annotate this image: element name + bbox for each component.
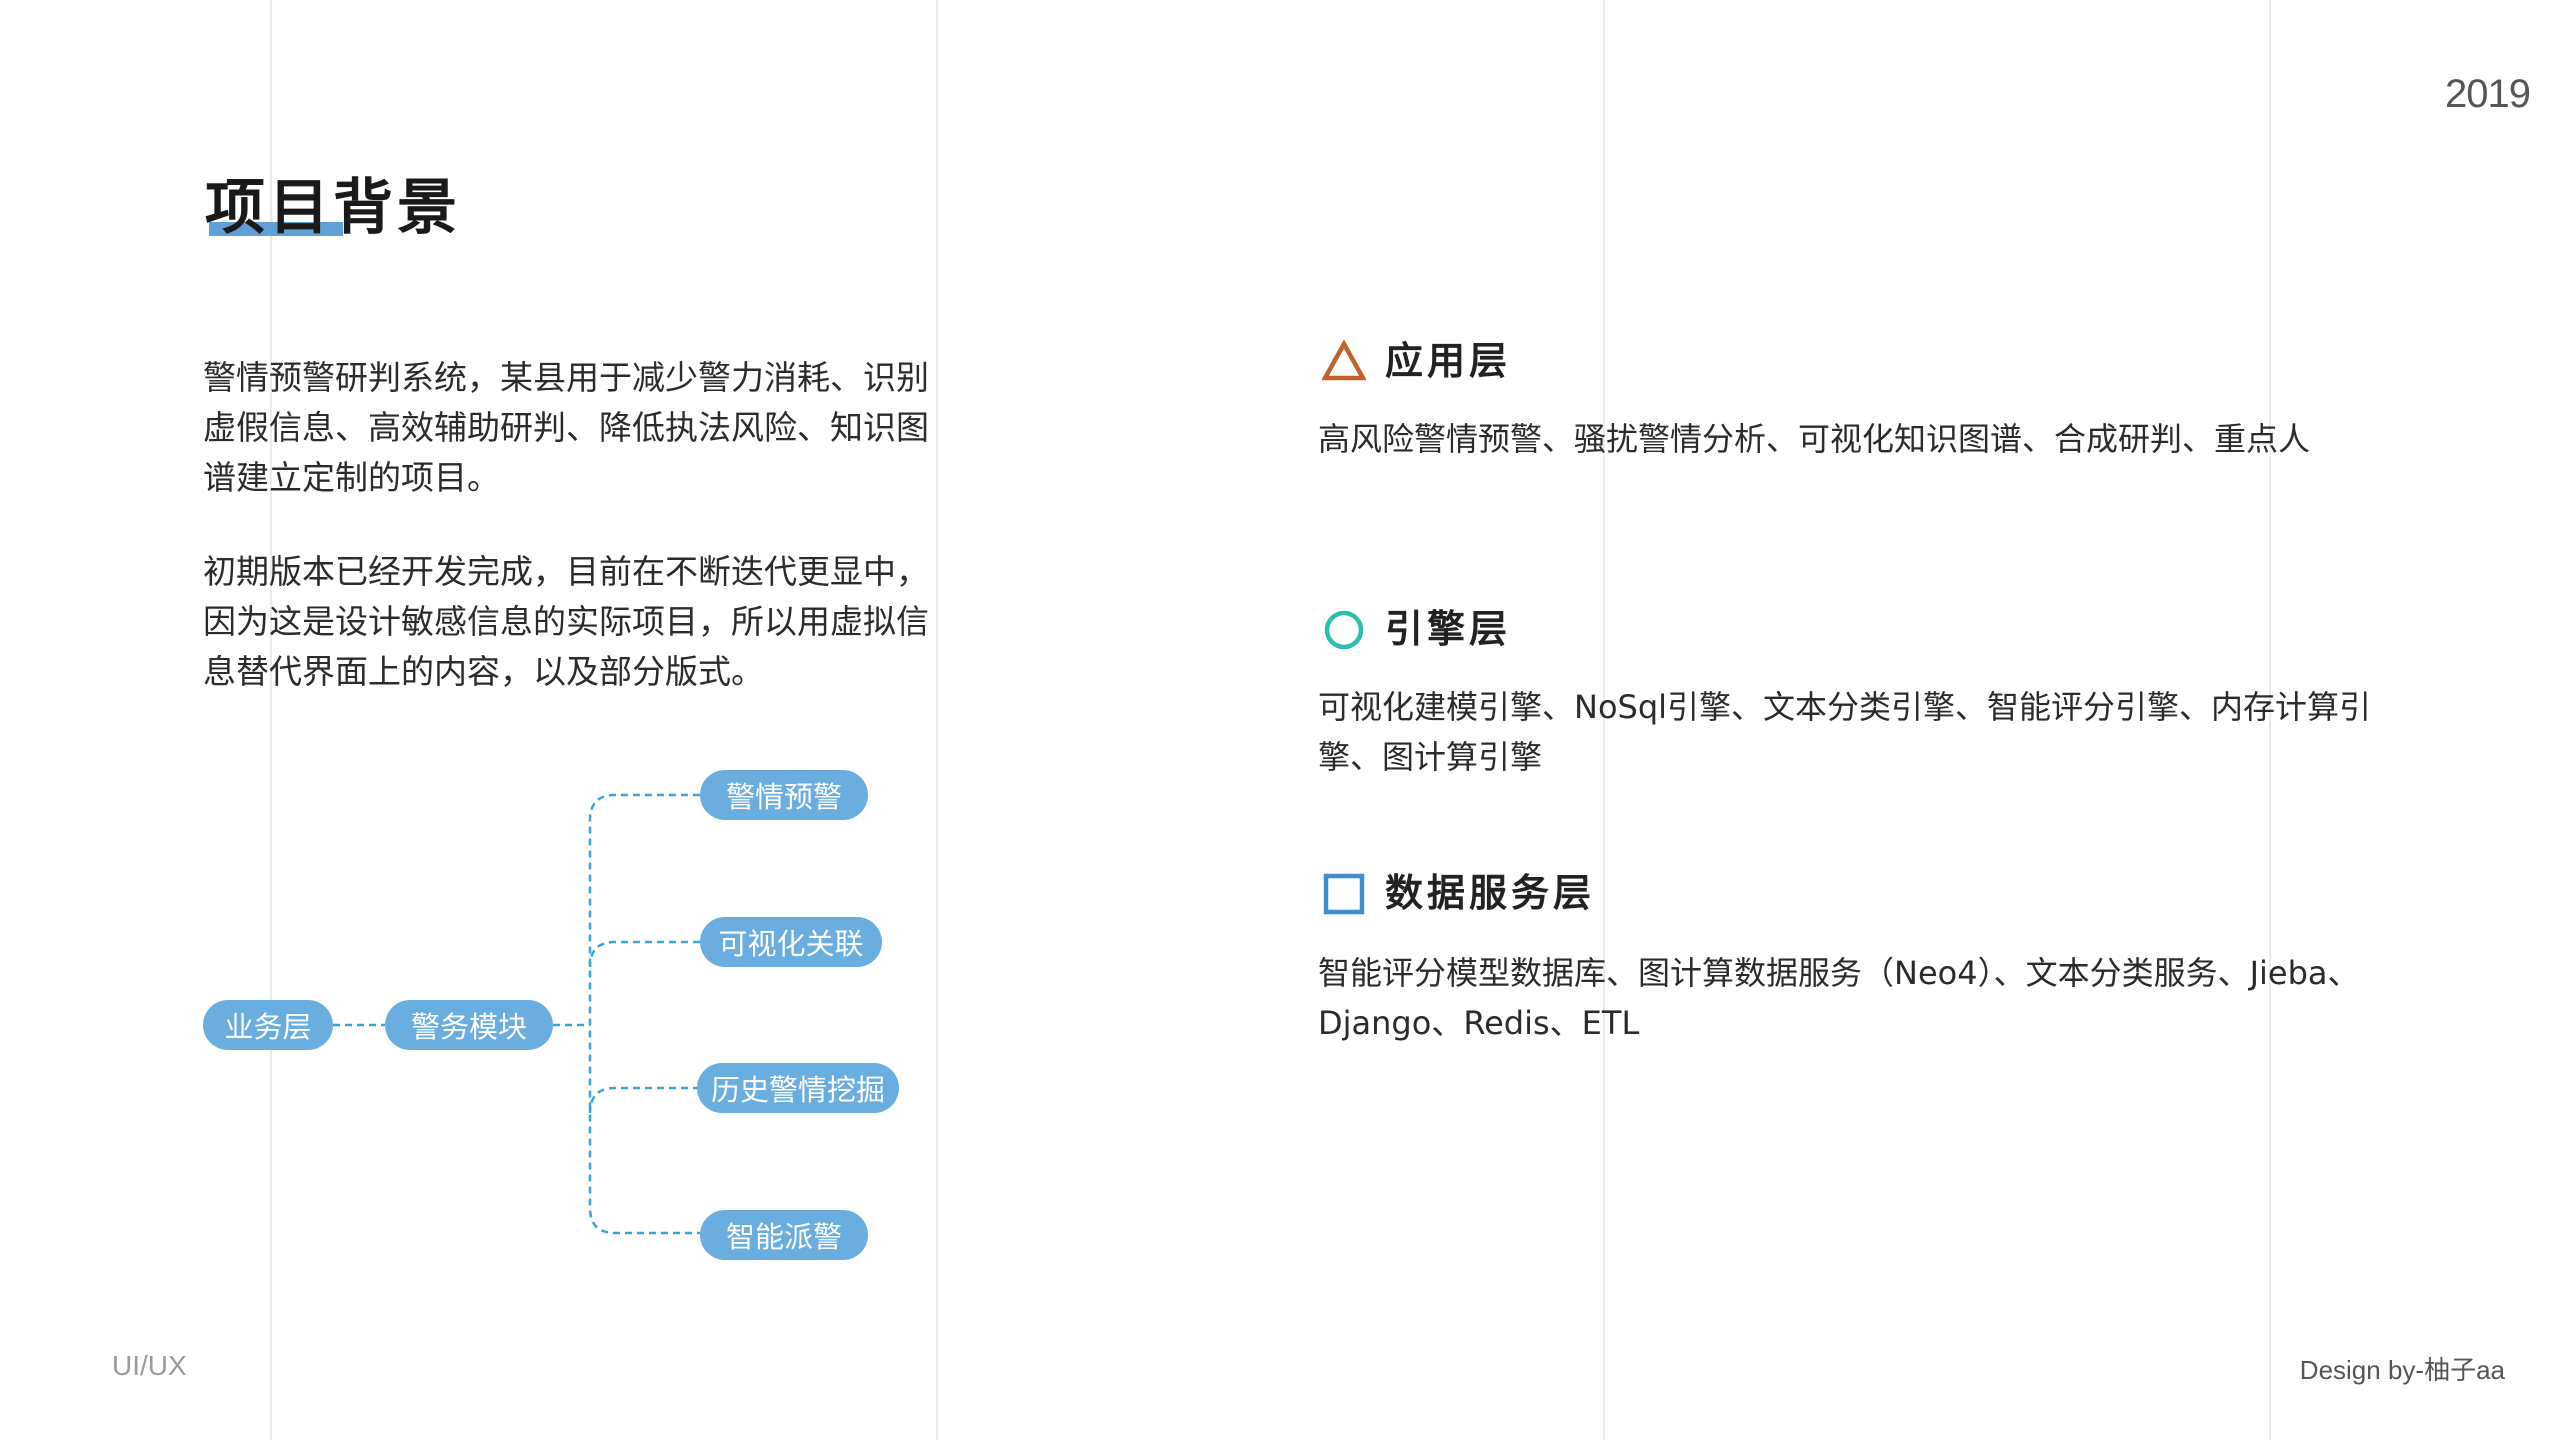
year-label: 2019	[2445, 72, 2531, 116]
guide-line-1	[270, 0, 272, 1440]
page-title-block: 项目背景	[205, 168, 461, 248]
tree-child-pill: 可视化关联	[700, 917, 882, 967]
guide-line-4	[2269, 0, 2271, 1440]
layer-text-application: 高风险警情预警、骚扰警情分析、可视化知识图谱、合成研判、重点人	[1318, 420, 2311, 458]
intro-paragraph-2: 初期版本已经开发完成，目前在不断迭代更显中，因为这是设计敏感信息的实际项目，所以…	[203, 552, 929, 691]
layer-title-data-service: 数据服务层	[1385, 871, 1596, 915]
guide-line-2	[936, 0, 938, 1440]
layer-title-application: 应用层	[1385, 339, 1512, 383]
title-underline	[209, 222, 343, 236]
square-icon	[1323, 873, 1365, 915]
tree-root-pill: 业务层	[203, 1000, 333, 1050]
layer-text-engine: 可视化建模引擎、NoSql引擎、文本分类引擎、智能评分引擎、内存计算引擎、图计算…	[1318, 688, 2372, 776]
tree-child-pill: 历史警情挖掘	[697, 1063, 899, 1113]
tree-child-pill: 智能派警	[700, 1210, 868, 1260]
footer-credit: Design by-柚子aa	[2299, 1355, 2505, 1385]
layer-text-data-service: 智能评分模型数据库、图计算数据服务（Neo4）、文本分类服务、Jieba、Dja…	[1318, 954, 2360, 1042]
intro-paragraph-1: 警情预警研判系统，某县用于减少警力消耗、识别虚假信息、高效辅助研判、降低执法风险…	[203, 358, 929, 497]
triangle-icon	[1322, 340, 1366, 381]
circle-icon	[1324, 610, 1364, 650]
tree-module-pill: 警务模块	[385, 1000, 553, 1050]
tree-child-pill: 警情预警	[700, 770, 868, 820]
footer-category: UI/UX	[112, 1350, 187, 1381]
guide-line-3	[1603, 0, 1605, 1440]
layer-title-engine: 引擎层	[1385, 607, 1512, 651]
page-title: 项目背景	[205, 173, 461, 243]
